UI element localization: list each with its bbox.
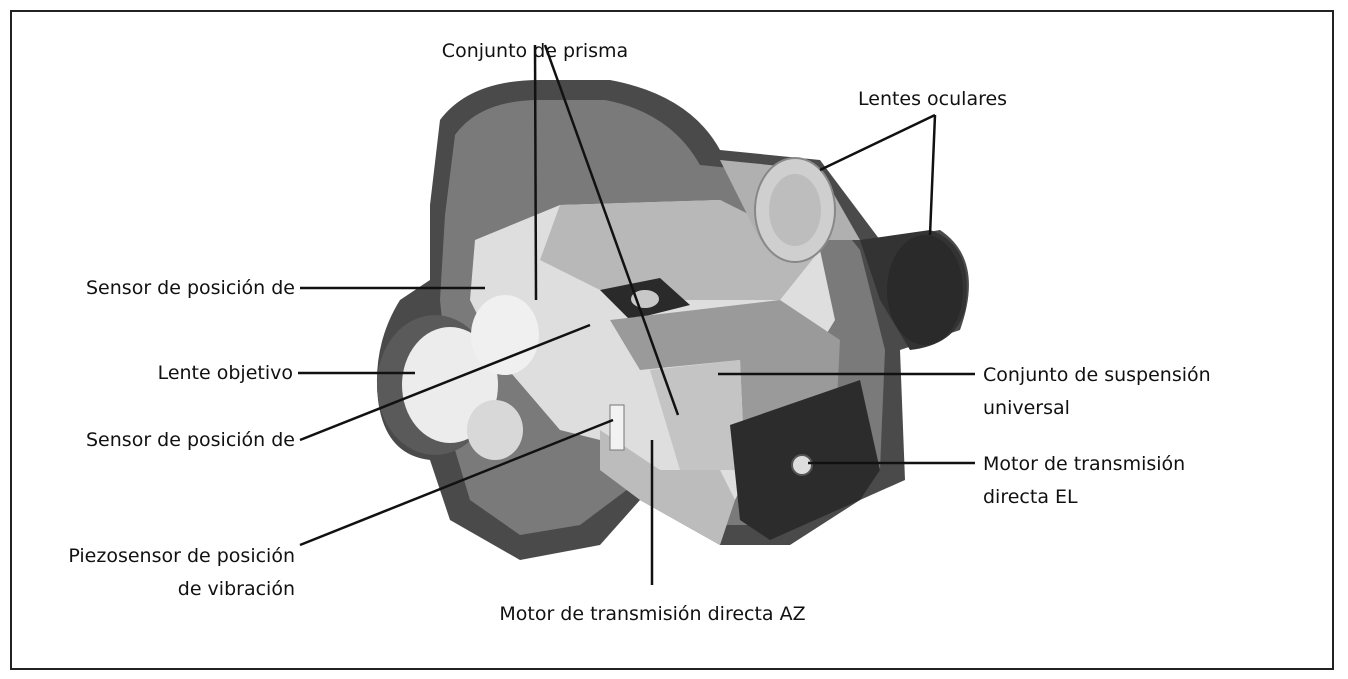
- label-position-sensor-top: Sensor de posición de: [40, 274, 295, 302]
- label-objective-lens: Lente objetivo: [40, 359, 293, 387]
- leader-eyepiece-b: [930, 115, 935, 235]
- label-el-motor-line2: directa EL: [983, 483, 1078, 511]
- leader-eyepiece-a: [820, 115, 935, 170]
- leader-prism-a: [535, 45, 536, 300]
- label-eyepieces: Lentes oculares: [858, 85, 1007, 113]
- label-position-sensor-mid: Sensor de posición de: [40, 426, 295, 454]
- label-gimbal-line1: Conjunto de suspensión: [983, 361, 1211, 389]
- label-el-motor-line1: Motor de transmisión: [983, 450, 1185, 478]
- label-piezo-sensor-line2: de vibración: [20, 575, 295, 603]
- el-motor-shaft: [792, 455, 812, 475]
- label-prism: Conjunto de prisma: [400, 37, 670, 65]
- label-piezo-sensor-line1: Piezosensor de posición: [20, 542, 295, 570]
- label-gimbal-line2: universal: [983, 394, 1070, 422]
- label-az-motor: Motor de transmisión directa AZ: [470, 600, 835, 628]
